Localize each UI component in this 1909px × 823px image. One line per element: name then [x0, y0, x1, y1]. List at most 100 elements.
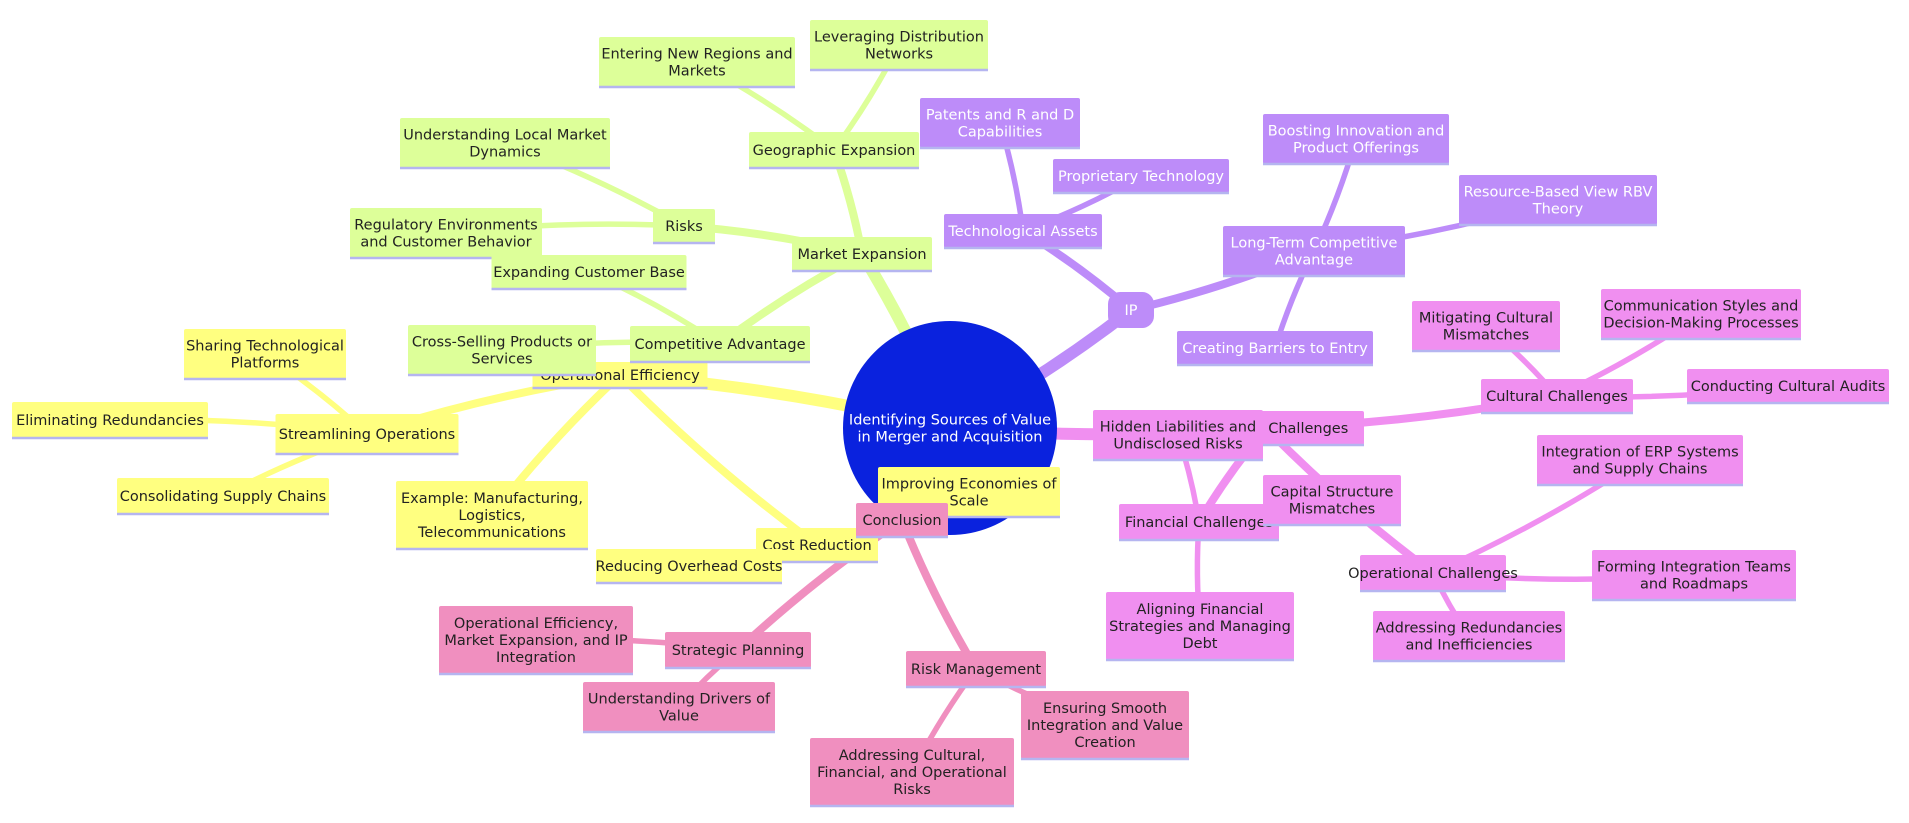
node-patents-label-line: Capabilities: [958, 125, 1043, 141]
node-entering-label-line: Entering New Regions and: [601, 47, 792, 63]
node-barriers[interactable]: Creating Barriers to Entry: [1177, 331, 1373, 367]
node-conclusion[interactable]: Conclusion: [856, 503, 948, 539]
node-proprietary[interactable]: Proprietary Technology: [1053, 159, 1229, 195]
node-addressing_cult-label-line: Risks: [893, 782, 931, 798]
node-conclusion-label-line: Conclusion: [862, 513, 941, 529]
node-geo[interactable]: Geographic Expansion: [749, 132, 919, 170]
node-economies-label-line: Improving Economies of: [881, 477, 1057, 493]
node-longterm-label-line: Advantage: [1275, 253, 1353, 269]
node-financial[interactable]: Financial Challenges: [1119, 504, 1279, 542]
node-ip-label-line: IP: [1124, 303, 1137, 319]
node-box-stream: [275, 414, 459, 454]
node-box-ensuring: [1021, 691, 1189, 759]
node-sharing-label-line: Sharing Technological: [186, 339, 344, 355]
node-leveraging-label-line: Leveraging Distribution: [814, 30, 984, 46]
node-box-sharing: [184, 329, 346, 379]
node-longterm-label-line: Long-Term Competitive: [1231, 236, 1398, 252]
node-box-cultural: [1481, 379, 1633, 413]
node-riskmgmt[interactable]: Risk Management: [906, 651, 1046, 689]
node-box-erp: [1537, 435, 1743, 485]
node-ensuring-label-line: Creation: [1074, 735, 1135, 751]
node-opexp[interactable]: Operational Efficiency,Market Expansion,…: [439, 606, 633, 676]
node-box-financial: [1119, 504, 1279, 540]
node-box-understanding_local: [400, 118, 610, 168]
node-ensuring-label-line: Integration and Value: [1027, 718, 1183, 734]
node-rbv-label-line: Resource-Based View RBV: [1464, 185, 1653, 201]
node-box-regulatory: [350, 208, 542, 258]
node-box-costred: [756, 528, 878, 562]
node-consol[interactable]: Consolidating Supply Chains: [117, 478, 329, 516]
node-addressing_cult[interactable]: Addressing Cultural,Financial, and Opera…: [810, 738, 1014, 808]
node-audits[interactable]: Conducting Cultural Audits: [1687, 369, 1889, 405]
node-elim[interactable]: Eliminating Redundancies: [12, 402, 208, 440]
node-communication[interactable]: Communication Styles andDecision-Making …: [1601, 289, 1801, 341]
root-label-line: in Merger and Acquisition: [858, 430, 1043, 446]
node-stream[interactable]: Streamlining Operations: [275, 414, 459, 456]
node-cultural[interactable]: Cultural Challenges: [1481, 379, 1633, 415]
node-box-entering: [599, 37, 795, 87]
node-example[interactable]: Example: Manufacturing,Logistics,Telecom…: [396, 481, 588, 551]
node-risks[interactable]: Risks: [653, 209, 715, 245]
node-box-conclusion: [856, 503, 948, 537]
node-mitigating-label-line: Mitigating Cultural: [1419, 311, 1553, 327]
node-addressing_cult-label-line: Financial, and Operational: [817, 765, 1007, 781]
node-drivers-label-line: Value: [659, 709, 699, 725]
node-erp-label-line: and Supply Chains: [1573, 462, 1708, 478]
node-operational_ch[interactable]: Operational Challenges: [1348, 555, 1518, 593]
node-market[interactable]: Market Expansion: [792, 237, 932, 273]
node-tech[interactable]: Technological Assets: [944, 214, 1102, 250]
node-box-barriers: [1177, 331, 1373, 365]
node-regulatory-label-line: and Customer Behavior: [360, 235, 531, 251]
node-box-overhead: [596, 549, 782, 583]
node-box-crossselling: [408, 325, 596, 375]
node-addressing_cult-label-line: Addressing Cultural,: [839, 748, 985, 764]
node-communication-label-line: Decision-Making Processes: [1603, 316, 1798, 332]
node-box-audits: [1687, 369, 1889, 403]
node-addressing_red-label-line: and Inefficiencies: [1406, 638, 1533, 654]
node-riskmgmt-label-line: Risk Management: [911, 662, 1041, 678]
node-box-riskmgmt: [906, 651, 1046, 687]
node-hidden-label-line: Undisclosed Risks: [1113, 437, 1242, 453]
node-compadv-label-line: Competitive Advantage: [634, 337, 805, 353]
node-consol-label-line: Consolidating Supply Chains: [120, 489, 326, 505]
node-strategic[interactable]: Strategic Planning: [665, 632, 811, 670]
node-aligning-label-line: Aligning Financial: [1137, 602, 1264, 618]
node-costred[interactable]: Cost Reduction: [756, 528, 878, 564]
node-proprietary-label-line: Proprietary Technology: [1058, 169, 1224, 185]
node-aligning-label-line: Strategies and Managing: [1109, 619, 1291, 635]
root-label-line: Identifying Sources of Value: [849, 413, 1051, 429]
node-example-label-line: Telecommunications: [417, 525, 566, 541]
node-box-rbv: [1459, 175, 1657, 225]
node-forming-label-line: Forming Integration Teams: [1597, 560, 1791, 576]
node-economies-label-line: Scale: [949, 494, 988, 510]
node-financial-label-line: Financial Challenges: [1125, 515, 1273, 531]
node-ip[interactable]: IP: [1108, 292, 1154, 328]
node-compadv[interactable]: Competitive Advantage: [630, 326, 810, 364]
node-entering-label-line: Markets: [668, 64, 725, 80]
node-risks-label-line: Risks: [665, 219, 703, 235]
node-patents-label-line: Patents and R and D: [926, 108, 1074, 124]
node-mitigating-label-line: Mismatches: [1443, 328, 1529, 344]
node-expanding[interactable]: Expanding Customer Base: [491, 255, 687, 291]
node-overhead[interactable]: Reducing Overhead Costs: [596, 549, 783, 585]
